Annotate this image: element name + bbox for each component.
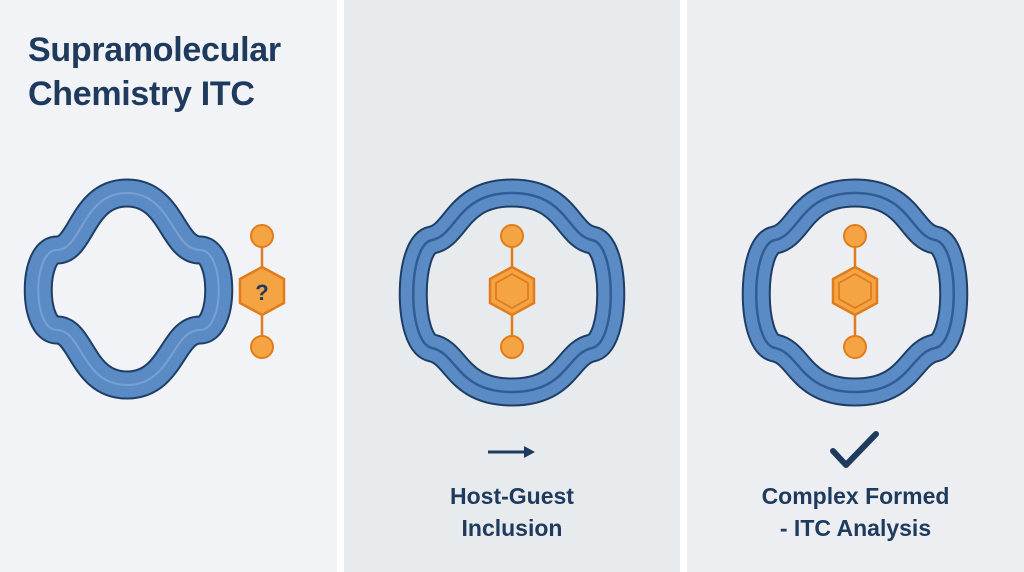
host-macrocycle-icon — [398, 178, 626, 407]
result-caption: Complex Formed - ITC Analysis — [687, 480, 1024, 544]
guest-question-mark: ? — [255, 280, 268, 305]
caption-line-1: Complex Formed — [761, 483, 950, 509]
panel-divider — [680, 0, 687, 572]
caption-line-2: - ITC Analysis — [779, 515, 932, 541]
benzene-guest-icon — [488, 224, 536, 359]
host-macrocycle-icon — [23, 178, 234, 400]
panel-unbound: Supramolecular Chemistry ITC ? — [0, 0, 337, 572]
checkmark-icon — [830, 431, 879, 468]
panel-divider — [337, 0, 344, 572]
panel-inclusion: Host-Guest Inclusion — [344, 0, 680, 572]
benzene-guest-icon — [831, 224, 879, 359]
panel-complex: Complex Formed - ITC Analysis — [687, 0, 1024, 572]
panel-3-art — [741, 178, 969, 468]
diagram-title: Supramolecular Chemistry ITC — [28, 28, 328, 116]
guest-molecule-icon: ? — [238, 224, 286, 359]
host-macrocycle-icon — [741, 178, 969, 407]
title-line-2: Chemistry ITC — [28, 75, 255, 113]
step-caption: Host-Guest Inclusion — [344, 480, 680, 544]
caption-line-1: Host-Guest — [450, 483, 574, 509]
arrow-right-icon — [488, 446, 535, 458]
panel-1-art: ? — [23, 178, 286, 400]
title-line-1: Supramolecular — [28, 31, 281, 69]
panel-2-art — [398, 178, 626, 458]
caption-line-2: Inclusion — [461, 515, 563, 541]
